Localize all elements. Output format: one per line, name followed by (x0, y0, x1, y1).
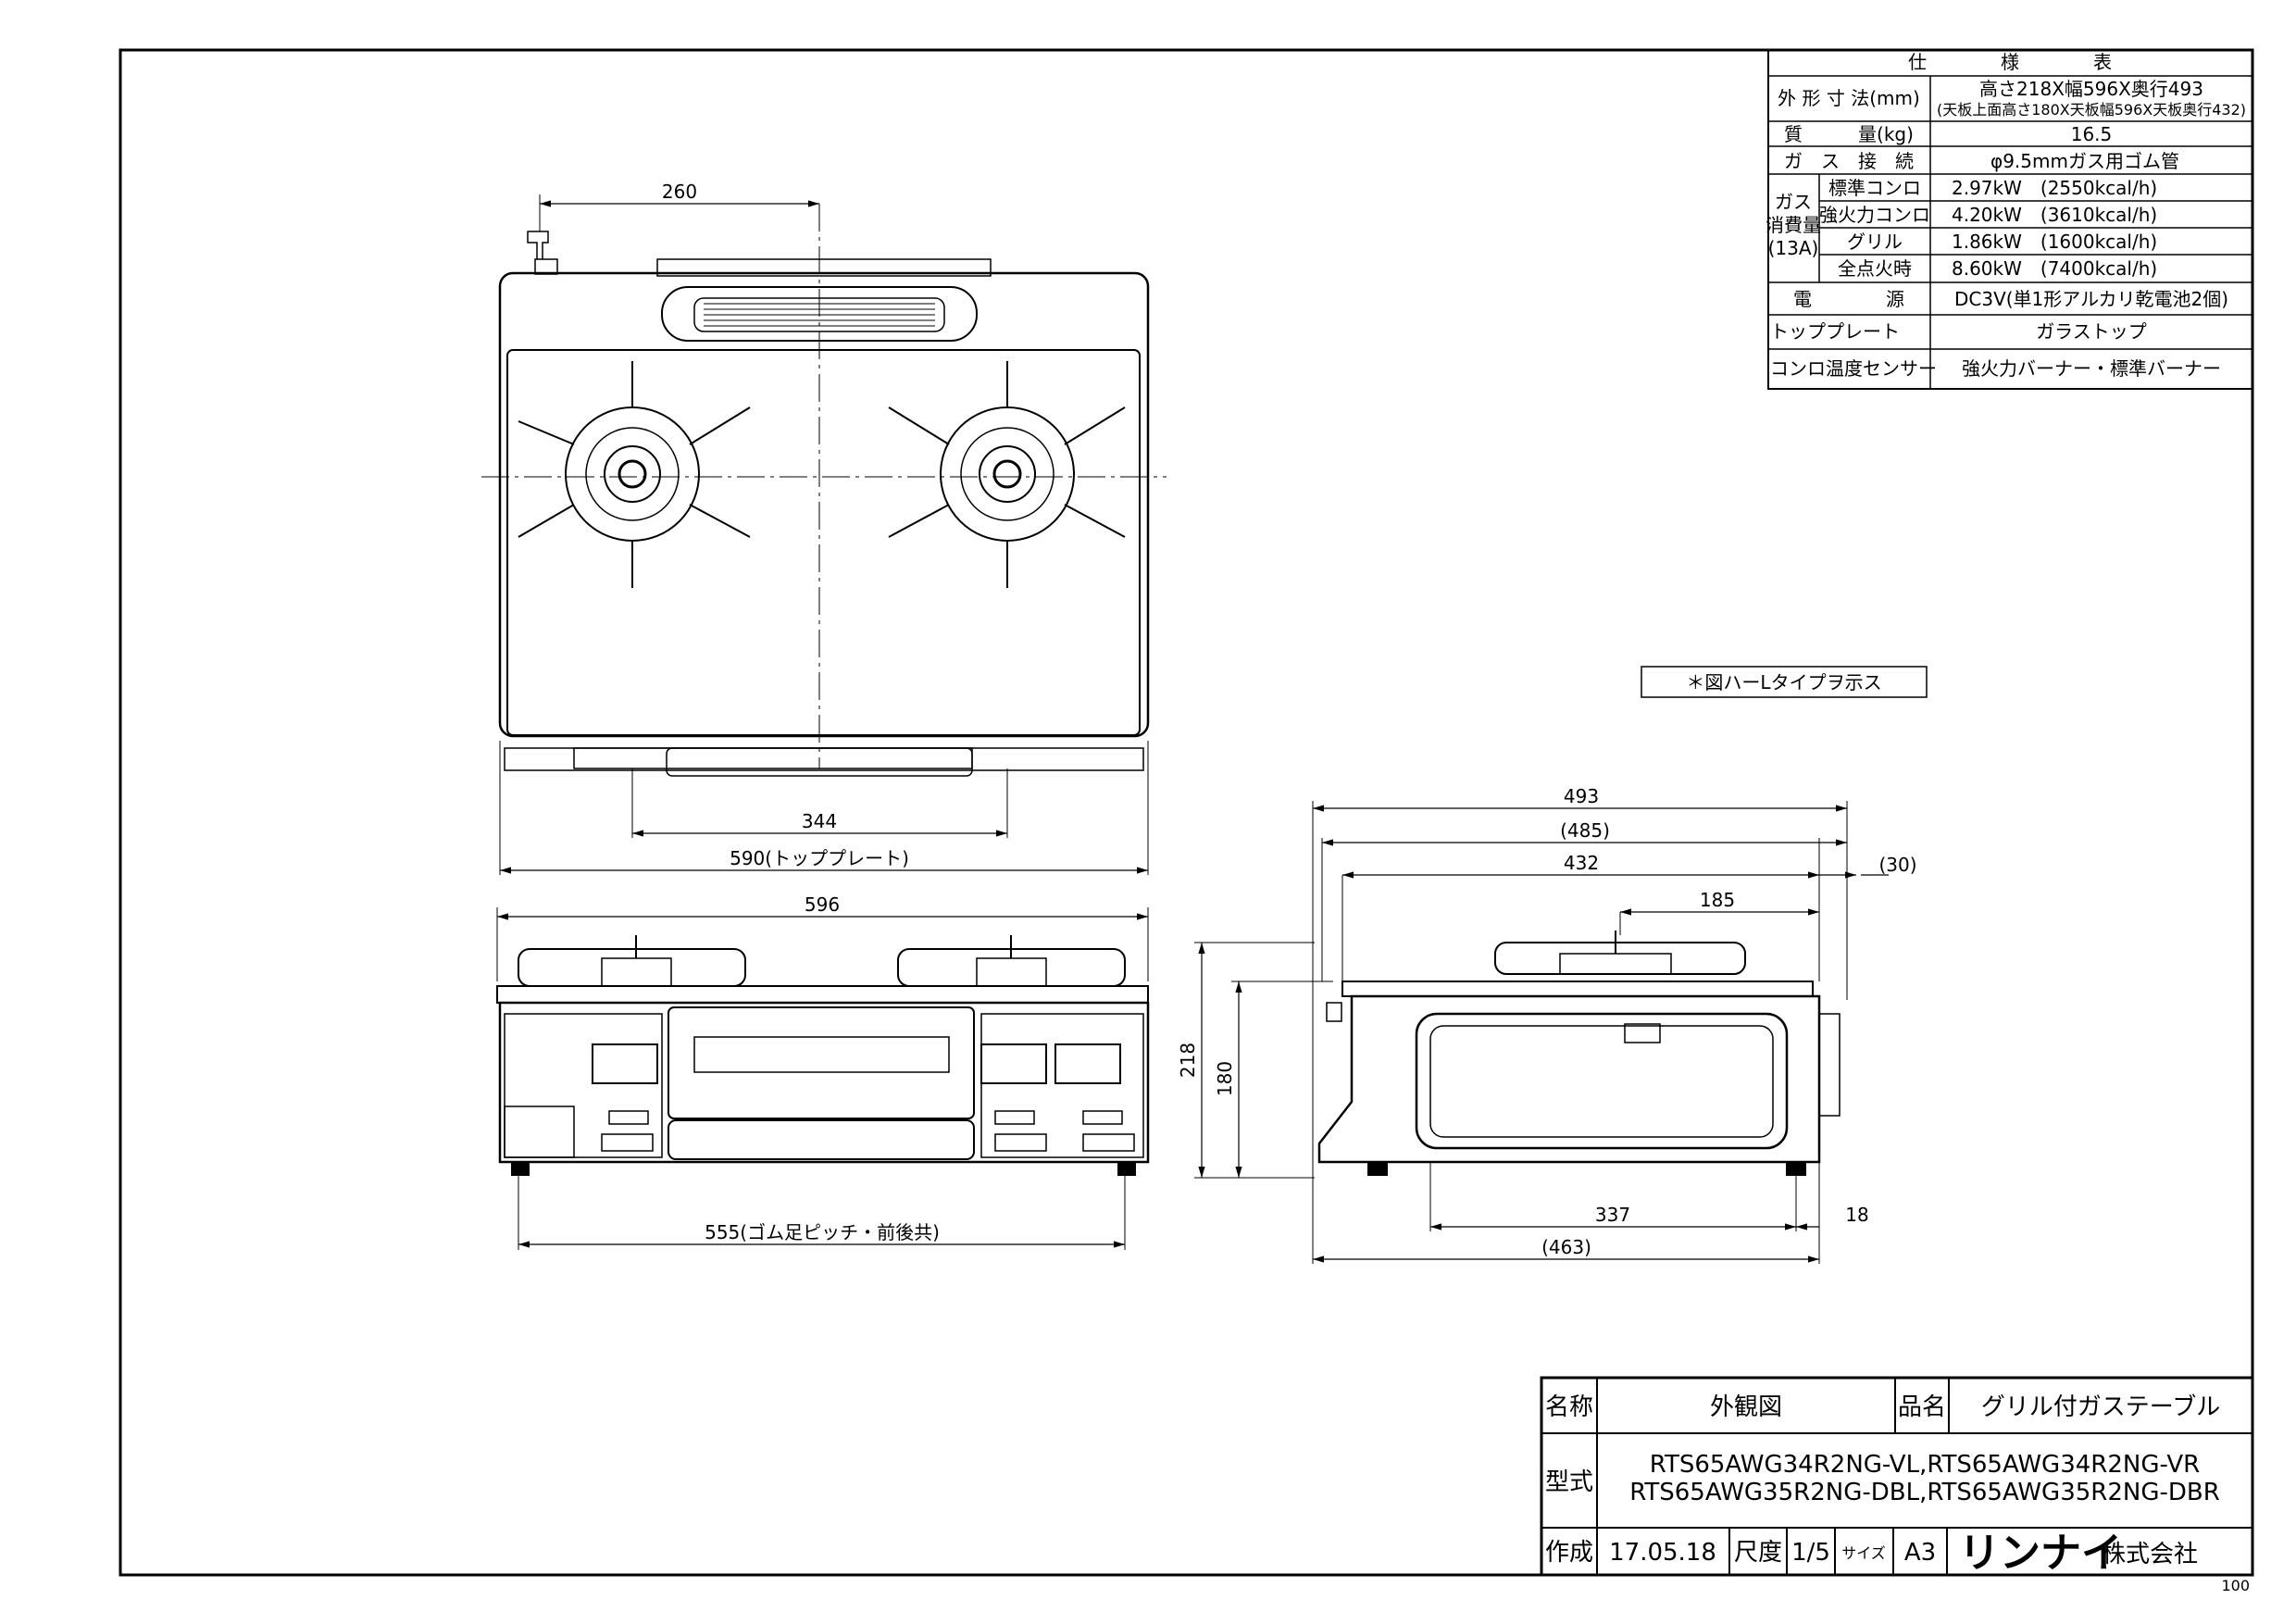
spec-label-high-burner: 強火力コンロ (1819, 204, 1930, 226)
title-product-value: グリル付ガステーブル (1981, 1393, 2220, 1421)
dim-463: (463) (1541, 1236, 1591, 1258)
spec-gas-group-label-2: 消費量 (1766, 214, 1821, 236)
title-model-line2: RTS65AWG35R2NG-DBL,RTS65AWG35R2NG-DBR (1629, 1479, 2220, 1506)
spec-value-weight: 16.5 (2071, 123, 2113, 145)
dim-432: 432 (1564, 852, 1599, 874)
dim-218: 218 (1177, 1043, 1199, 1078)
dim-485: (485) (1560, 819, 1610, 842)
title-size-label: サイズ (1841, 1544, 1886, 1562)
spec-label-top-plate: トッププレート (1770, 320, 1900, 343)
top-view (481, 194, 1167, 875)
title-created-label: 作成 (1545, 1539, 1593, 1567)
spec-label-gas-connection: ガ ス 接 続 (1784, 150, 1914, 172)
spec-value-dimensions: 高さ218X幅596X奥行493 (1979, 78, 2203, 100)
dim-260: 260 (662, 181, 697, 203)
dim-185: 185 (1700, 889, 1735, 911)
spec-value-all-ignition: 8.60kW (7400kcal/h) (1952, 257, 2157, 280)
spec-value-grill: 1.86kW (1600kcal/h) (1952, 231, 2157, 253)
title-name-value: 外観図 (1710, 1393, 1782, 1421)
title-model-line1: RTS65AWG34R2NG-VL,RTS65AWG34R2NG-VR (1650, 1451, 2200, 1479)
note-box (1641, 666, 1928, 698)
title-size-value: A3 (1904, 1539, 1936, 1567)
title-model-label: 型式 (1545, 1468, 1593, 1496)
page-number: 100 (2221, 1577, 2250, 1594)
title-scale-value: 1/5 (1791, 1539, 1830, 1567)
spec-label-weight: 質 量(kg) (1784, 123, 1914, 145)
spec-table-header: 仕 様 表 (1908, 51, 2112, 73)
company-logo: リンナイ (1959, 1530, 2122, 1577)
title-scale-label: 尺度 (1734, 1539, 1782, 1567)
dim-180: 180 (1214, 1061, 1236, 1096)
spec-value-standard-burner: 2.97kW (2550kcal/h) (1952, 177, 2157, 199)
spec-value-dimensions-sub: (天板上面高さ180X天板幅596X天板奥行432) (1937, 101, 2246, 119)
spec-gas-group-label-3: (13A) (1768, 237, 1819, 259)
title-created-value: 17.05.18 (1609, 1539, 1716, 1567)
spec-value-power: DC3V(単1形アルカリ乾電池2個) (1954, 288, 2228, 310)
note-text: ＊図ハーLタイプヲ示ス (1686, 671, 1881, 693)
spec-value-gas-connection: φ9.5mmガス用ゴム管 (1990, 150, 2179, 172)
dim-596: 596 (805, 893, 840, 916)
dim-493: 493 (1564, 785, 1599, 807)
spec-value-high-burner: 4.20kW (3610kcal/h) (1952, 204, 2157, 226)
spec-table (1767, 49, 2253, 390)
spec-label-standard-burner: 標準コンロ (1828, 177, 1921, 199)
dim-30: (30) (1878, 854, 1916, 876)
dim-555: 555(ゴム足ピッチ・前後共) (705, 1221, 940, 1243)
dim-18: 18 (1845, 1204, 1868, 1226)
dim-590: 590(トッププレート) (730, 847, 909, 869)
spec-value-sensor: 強火力バーナー・標準バーナー (1962, 357, 2221, 380)
company-suffix: 株式会社 (2102, 1541, 2198, 1568)
spec-label-grill: グリル (1847, 231, 1903, 253)
title-name-label: 名称 (1545, 1393, 1593, 1421)
title-block (1540, 1376, 2254, 1577)
drawing-frame (119, 48, 2254, 1577)
side-view (1312, 801, 1889, 1264)
title-product-label: 品名 (1898, 1393, 1946, 1421)
dim-344: 344 (802, 810, 837, 832)
spec-value-top-plate: ガラストップ (2036, 320, 2147, 343)
spec-gas-group-label-1: ガス (1775, 191, 1812, 213)
spec-label-power: 電 源 (1793, 288, 1904, 310)
spec-label-dimensions: 外 形 寸 法(mm) (1778, 87, 1920, 109)
front-view (496, 907, 1333, 1250)
dim-337: 337 (1595, 1204, 1630, 1226)
spec-label-sensor: コンロ温度センサー (1770, 357, 1937, 380)
spec-label-all-ignition: 全点火時 (1838, 257, 1912, 280)
